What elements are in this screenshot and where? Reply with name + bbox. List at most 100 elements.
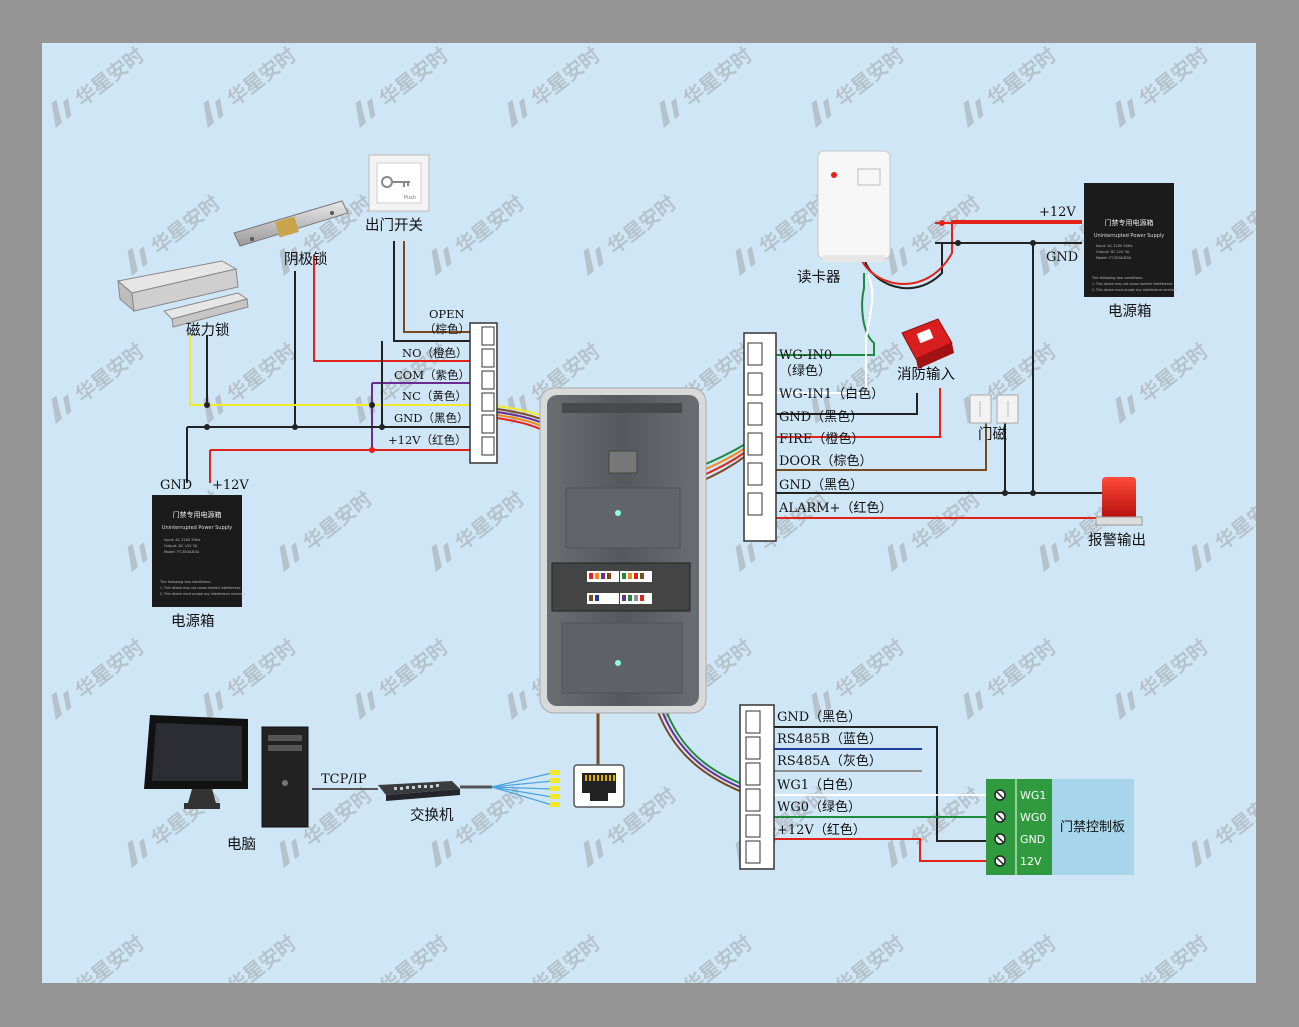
left-terminal-label: NC（黄色）: [402, 389, 467, 403]
watermark-mark: 华星安时: [71, 931, 149, 983]
device-connector-bottom: [587, 593, 652, 604]
watermark-mark: 华星安时: [679, 931, 757, 983]
watermark-text: 华星安时: [223, 931, 301, 983]
watermark-text: 华星安时: [223, 43, 301, 111]
left-terminal-label: OPEN: [429, 307, 465, 321]
right-terminal-label: WG-IN1（白色）: [779, 386, 884, 402]
watermark-logo-icon: [51, 394, 72, 424]
controller-board-label: 门禁控制板: [1060, 820, 1125, 835]
reader-wire-wg1: [776, 274, 874, 394]
strike-lock-label: 阴极锁: [284, 251, 328, 268]
network-switch-device: [378, 781, 460, 801]
right-terminal-label: GND（黑色）: [779, 477, 863, 493]
access-control-device: [539, 387, 707, 714]
watermark-logo-icon: [431, 542, 452, 572]
psu-note: 1. This device may not cause harmful int…: [160, 586, 240, 590]
watermark-logo-icon: [203, 98, 224, 128]
bottom-terminal-label: WG0（绿色）: [777, 799, 861, 815]
controller-pin-label: WG0: [1020, 811, 1046, 824]
watermark-logo-icon: [51, 98, 72, 128]
controller-pin-label: GND: [1020, 833, 1045, 846]
watermark-logo-icon: [963, 98, 984, 128]
watermark-mark: 华星安时: [279, 487, 377, 572]
psu-title: 门禁专用电源箱: [1105, 218, 1154, 227]
watermark-mark: 华星安时: [51, 43, 149, 128]
watermark-text: 华星安时: [679, 43, 757, 111]
controller-pin-label: 12V: [1020, 855, 1042, 868]
psu-spec: Output: DC 12V 3A: [1096, 250, 1130, 254]
psu-left-label: 电源箱: [171, 613, 215, 630]
watermark-text: 华星安时: [71, 43, 149, 111]
alarm-output-label: 报警输出: [1088, 532, 1146, 549]
junction-dot: [204, 402, 210, 408]
watermark-text: 华星安时: [527, 931, 605, 983]
watermark-logo-icon: [203, 690, 224, 720]
psu-note: 2. This device must accept any interfere…: [1092, 288, 1177, 292]
psu-spec: Model: YT-300A-B3A: [1096, 256, 1132, 260]
bottom-terminal-label: RS485A（灰色）: [777, 753, 882, 769]
junction-dot: [955, 240, 961, 246]
watermark-mark: 华星安时: [203, 43, 301, 128]
exit-switch-label: 出门开关: [365, 217, 423, 234]
watermark-mark: 华星安时: [1115, 635, 1213, 720]
watermark-text: 华星安时: [223, 635, 301, 703]
bottom-terminal-label: RS485B（蓝色）: [777, 731, 882, 747]
fire-input-label: 消防输入: [897, 366, 955, 383]
watermark-logo-icon: [1191, 542, 1212, 572]
exit-switch-wire-com: [393, 241, 482, 342]
watermark-text: 华星安时: [223, 339, 301, 407]
left-terminal-label: +12V（红色）: [388, 433, 467, 447]
watermark-mark: 华星安时: [1115, 43, 1213, 128]
psu-note: The following two conditions:: [1091, 276, 1143, 280]
watermark-logo-icon: [507, 394, 528, 424]
watermark-logo-icon: [1115, 98, 1136, 128]
bottom-terminal-label: GND（黑色）: [777, 709, 861, 725]
watermark-text: 华星安时: [71, 635, 149, 703]
watermark-text: 华星安时: [451, 191, 529, 259]
watermark-text: 华星安时: [299, 783, 377, 851]
watermark-logo-icon: [127, 838, 148, 868]
psu-spec: Model: YT-300A-B3A: [164, 550, 200, 554]
watermark-mark: 华星安时: [583, 191, 681, 276]
gnd-right-label: GND: [1046, 250, 1078, 265]
bus-gnd: [774, 726, 1020, 842]
watermark-mark: 华星安时: [51, 635, 149, 720]
watermark-text: 华星安时: [147, 191, 225, 259]
watermark-logo-icon: [659, 98, 680, 128]
watermark-text: 华星安时: [451, 783, 529, 851]
device-connector-top: [587, 571, 652, 582]
psu-spec: Input: AC 220V 50Hz: [164, 538, 201, 542]
rj45-port: [573, 764, 625, 808]
watermark-text: 华星安时: [907, 487, 985, 555]
watermark-mark: 华星安时: [355, 635, 453, 720]
watermark-mark: 华星安时: [1191, 783, 1256, 868]
watermark-logo-icon: [355, 394, 376, 424]
psu-note: The following two conditions:: [159, 580, 211, 584]
watermark-mark: 华星安时: [659, 43, 757, 128]
exit-switch-device: Push: [368, 154, 430, 212]
wiring-diagram: 华星安时华星安时华星安时华星安时华星安时华星安时华星安时华星安时华星安时华星安时…: [42, 43, 1256, 983]
watermark-logo-icon: [355, 690, 376, 720]
fire-input-device: [901, 318, 954, 369]
watermark-text: 华星安时: [1211, 191, 1256, 259]
mag-lock-device: [116, 260, 249, 328]
exit-switch-wire-open: [403, 241, 482, 333]
bottom-terminal-block: [739, 704, 775, 870]
psu-note: 2. This device must accept any interfere…: [160, 592, 245, 596]
watermark-text: 华星安时: [375, 635, 453, 703]
controller-pin-label: WG1: [1020, 789, 1046, 802]
watermark-mark: 华星安时: [375, 931, 453, 983]
fire-wire: [776, 388, 941, 438]
psu-spec: Input: AC 220V 50Hz: [1096, 244, 1133, 248]
watermark-mark: 华星安时: [355, 43, 453, 128]
watermark-text: 华星安时: [1211, 783, 1256, 851]
bus-12v: [774, 838, 1020, 862]
watermark-logo-icon: [583, 838, 604, 868]
watermark-mark: 华星安时: [527, 931, 605, 983]
right-terminal-block: [743, 332, 777, 542]
watermark-text: 华星安时: [71, 931, 149, 983]
watermark-text: 华星安时: [1135, 339, 1213, 407]
watermark-logo-icon: [431, 838, 452, 868]
watermark-text: 华星安时: [451, 487, 529, 555]
watermark-text: 华星安时: [527, 43, 605, 111]
